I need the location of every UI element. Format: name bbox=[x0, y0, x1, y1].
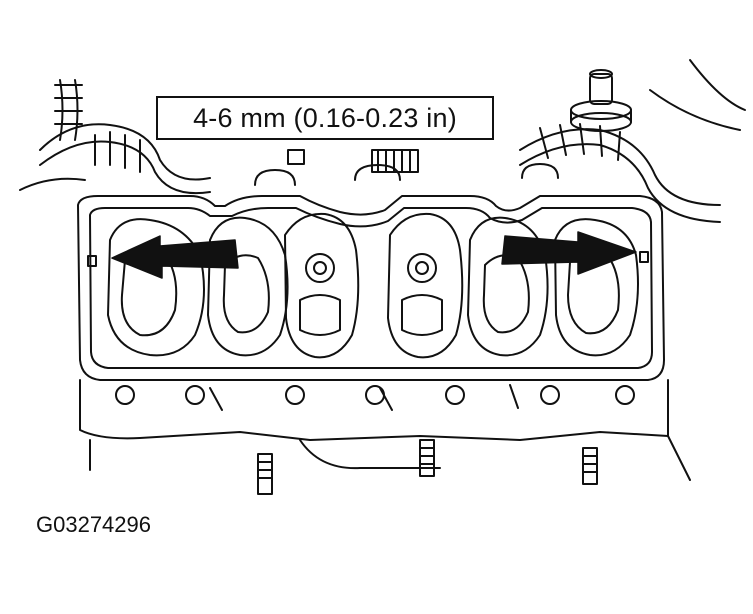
head-gasket-outline bbox=[77, 195, 665, 381]
wiring-harness-left bbox=[19, 79, 211, 195]
measurement-text: 4-6 mm (0.16-0.23 in) bbox=[193, 102, 457, 133]
plug-tubes bbox=[254, 163, 559, 186]
head-gasket-inner bbox=[89, 207, 653, 369]
measure-mark-left bbox=[87, 255, 97, 267]
arrow-right-icon bbox=[501, 231, 637, 275]
measurement-callout: 4-6 mm (0.16-0.23 in) bbox=[156, 96, 494, 140]
head-bolts bbox=[115, 385, 635, 405]
mounting-stud bbox=[570, 69, 632, 132]
figure-id: G03274296 bbox=[36, 512, 151, 537]
arrow-left-icon bbox=[111, 235, 239, 279]
lower-fittings bbox=[209, 384, 598, 495]
engine-block-outline bbox=[79, 379, 669, 441]
sensor-connector bbox=[287, 149, 419, 173]
measure-mark-right bbox=[639, 251, 649, 263]
wiring-harness-right bbox=[519, 59, 746, 223]
rocker-arm-pockets bbox=[107, 212, 639, 359]
